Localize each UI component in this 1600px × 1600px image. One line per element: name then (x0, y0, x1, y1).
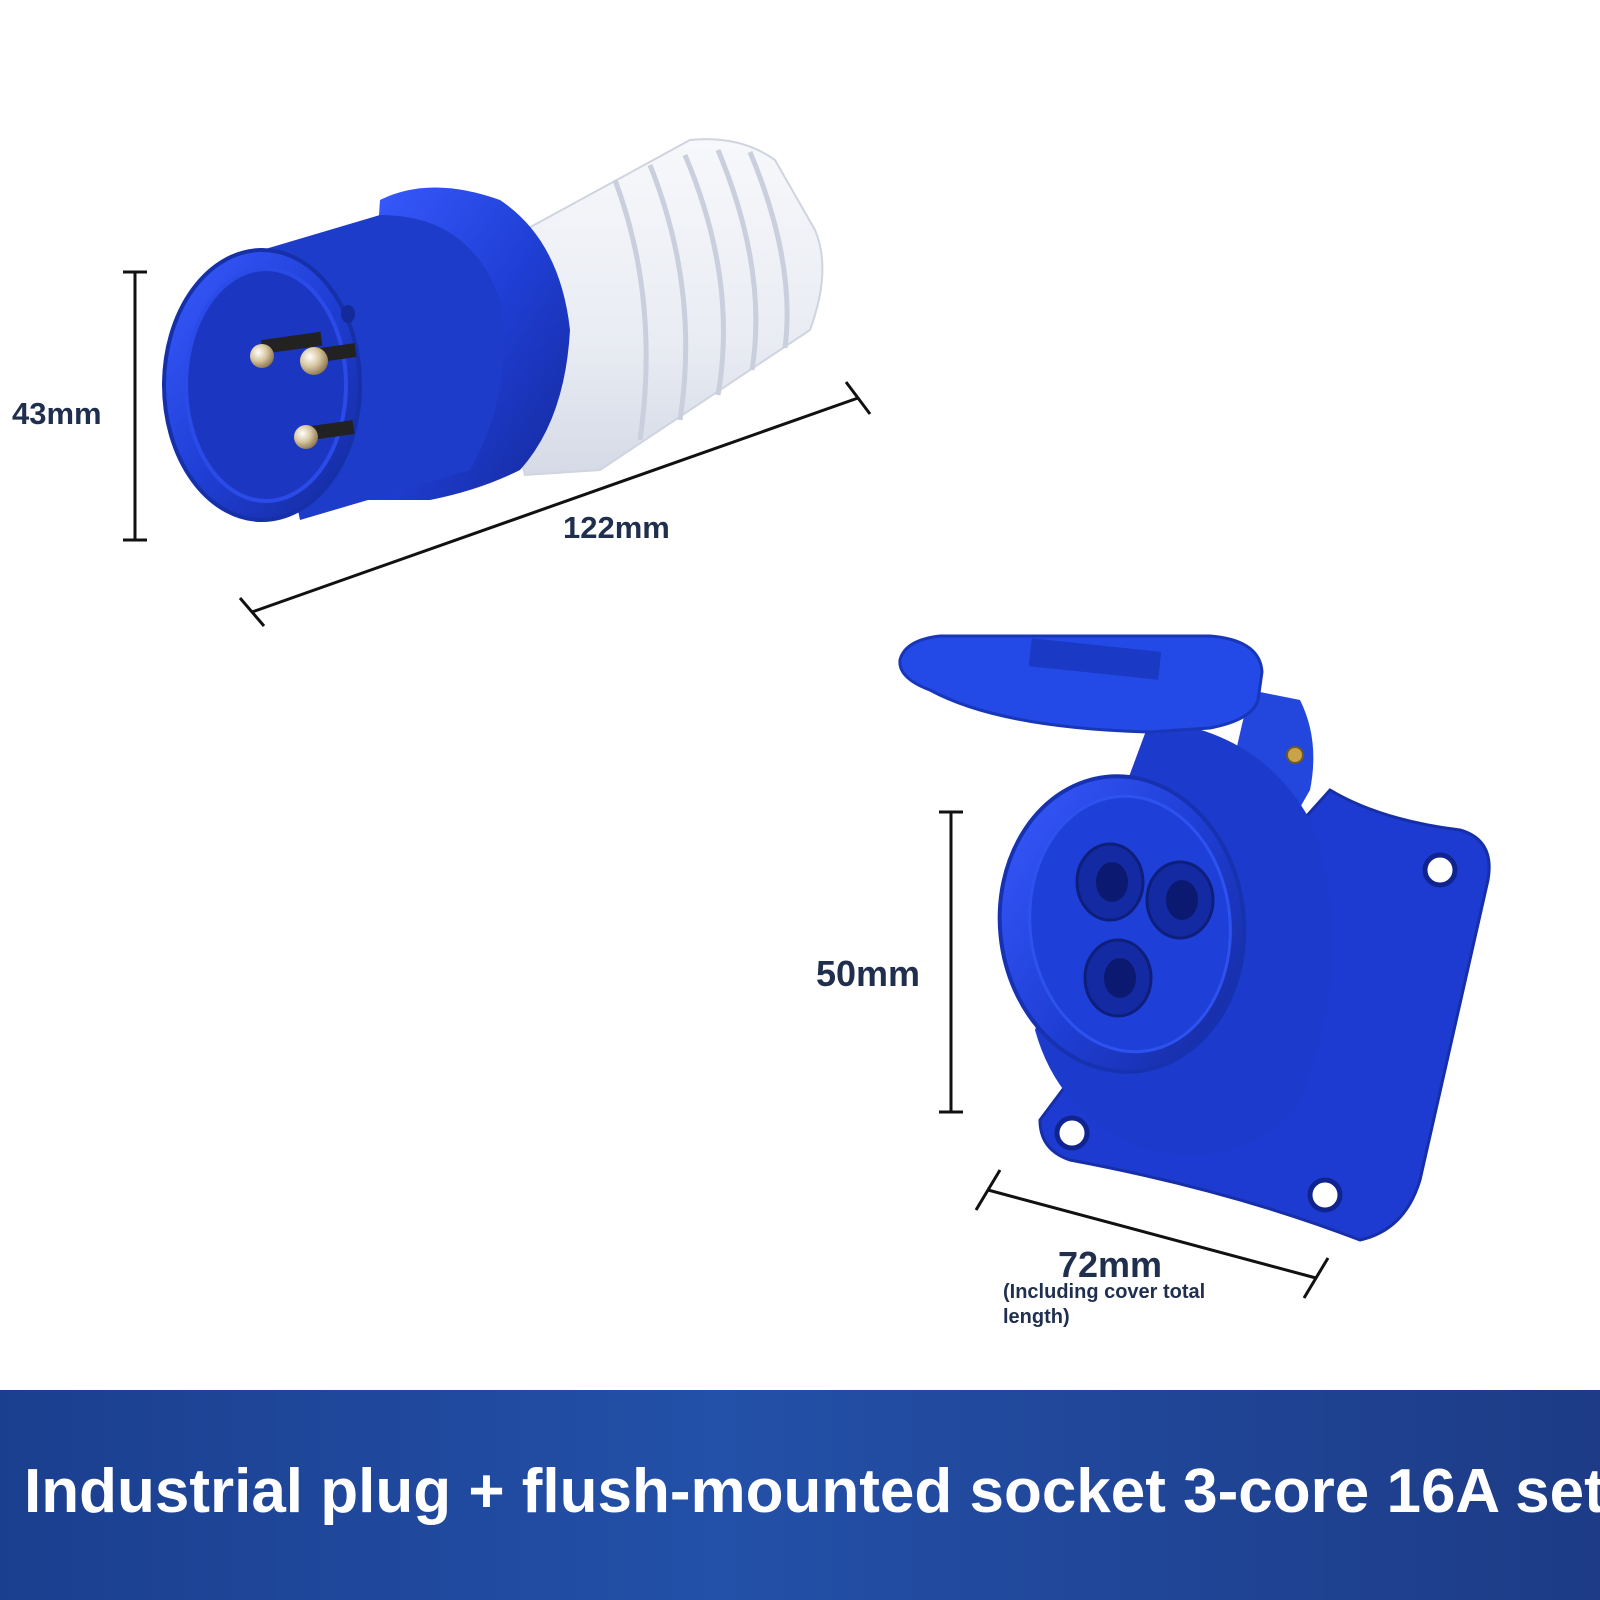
plug-length-label: 122mm (563, 510, 670, 545)
plug-key-notch (341, 305, 355, 323)
title-banner: Industrial plug + flush-mounted socket 3… (0, 1390, 1600, 1600)
flush-mounted-socket (898, 634, 1491, 1242)
product-scene (123, 138, 1491, 1299)
socket-holes (1075, 842, 1215, 1018)
plug-dimension-lines (123, 270, 872, 627)
socket-hinge-pin (1286, 746, 1304, 764)
plug-sleeve-ridges (612, 149, 790, 441)
socket-dimension-lines (939, 810, 1330, 1299)
plug-pins (250, 331, 357, 449)
plug-front-inner (184, 267, 348, 503)
socket-cover-label-plate (1028, 638, 1162, 680)
plug-height-label: 43mm (12, 396, 102, 431)
socket-width-note: (Including cover total length) (1003, 1281, 1206, 1328)
socket-width-label: 72mm (1058, 1244, 1163, 1285)
banner-title: Industrial plug + flush-mounted socket 3… (24, 1457, 1600, 1526)
plug-pin-1 (250, 344, 274, 368)
socket-face-inner (1028, 794, 1232, 1054)
industrial-plug (162, 138, 824, 522)
plug-pin-3 (294, 425, 318, 449)
socket-height-label: 50mm (816, 953, 921, 994)
plug-pin-2 (300, 347, 328, 375)
socket-cover (898, 634, 1264, 734)
socket-mounting-holes (1054, 852, 1458, 1213)
